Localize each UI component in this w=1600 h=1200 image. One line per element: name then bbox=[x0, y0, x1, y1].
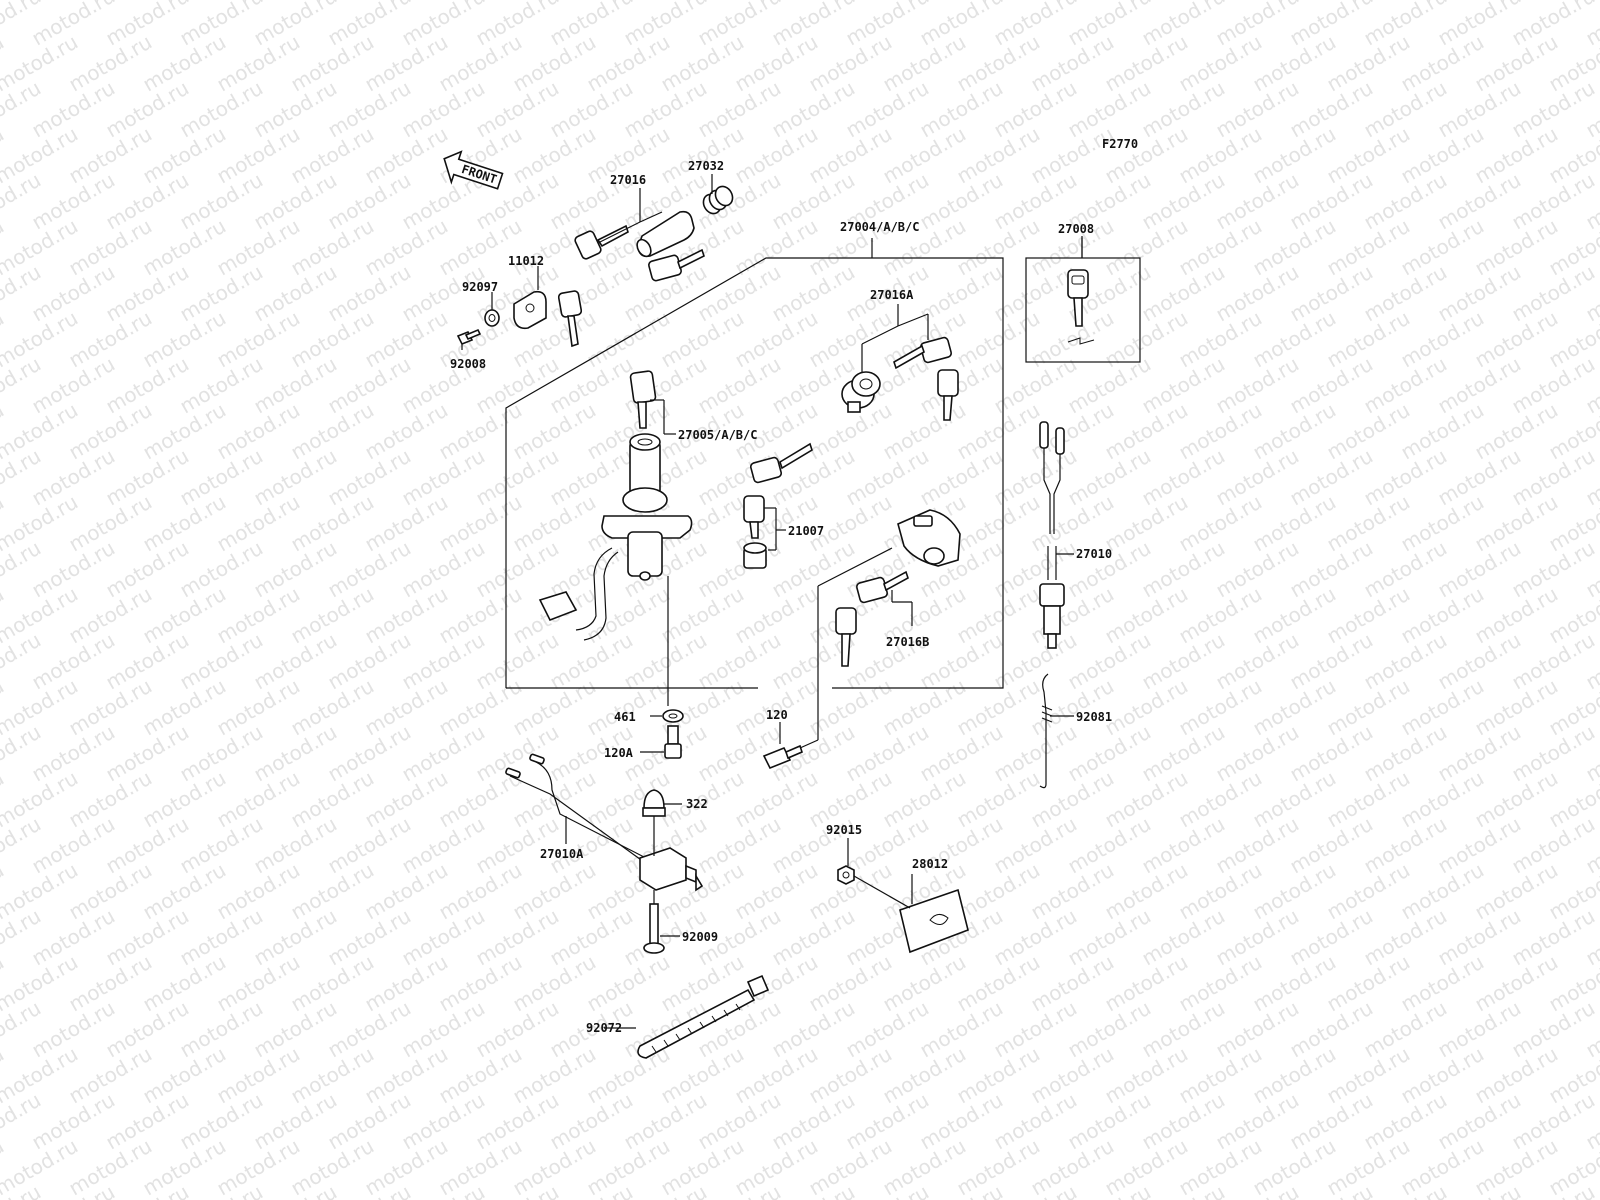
front-arrow-icon: FRONT bbox=[443, 150, 504, 190]
figure-code: F2770 bbox=[1102, 137, 1138, 151]
label-27016B: 27016B bbox=[886, 635, 929, 649]
key-icon bbox=[893, 336, 953, 370]
key-cylinder-27016 bbox=[636, 210, 695, 258]
label-27004: 27004/A/B/C bbox=[840, 220, 919, 234]
lock-27016B bbox=[897, 509, 961, 567]
lock-cap-21007 bbox=[743, 542, 767, 569]
spring-92081 bbox=[1039, 673, 1053, 789]
leader-lines bbox=[461, 174, 1083, 1029]
label-11012: 11012 bbox=[508, 254, 544, 268]
label-92008: 92008 bbox=[450, 357, 486, 371]
label-21007: 21007 bbox=[788, 524, 824, 538]
assembly-box-27004 bbox=[505, 238, 1004, 689]
key-icon bbox=[743, 495, 765, 539]
bracket-11012 bbox=[513, 290, 547, 330]
label-27032: 27032 bbox=[688, 159, 724, 173]
key-27008 bbox=[1067, 269, 1095, 345]
label-28012: 28012 bbox=[912, 857, 948, 871]
cable-tie-92072 bbox=[637, 974, 770, 1059]
label-461: 461 bbox=[614, 710, 636, 724]
key-icon bbox=[835, 607, 857, 667]
label-27016A: 27016A bbox=[870, 288, 914, 302]
switch-27010A bbox=[505, 753, 704, 892]
label-120A: 120A bbox=[604, 746, 634, 760]
label-92072: 92072 bbox=[586, 1021, 622, 1035]
plate-28012 bbox=[899, 888, 969, 954]
label-92009: 92009 bbox=[682, 930, 718, 944]
key-icon bbox=[574, 224, 629, 260]
label-92081: 92081 bbox=[1076, 710, 1112, 724]
lock-27016A bbox=[841, 371, 881, 413]
label-322: 322 bbox=[686, 797, 708, 811]
key-icon bbox=[557, 290, 583, 348]
bolt-120A bbox=[664, 725, 682, 759]
label-27010A: 27010A bbox=[540, 847, 584, 861]
washer-461 bbox=[662, 709, 684, 723]
spring-27032 bbox=[702, 185, 734, 215]
key-icon bbox=[937, 369, 959, 421]
label-27010: 27010 bbox=[1076, 547, 1112, 561]
key-icon bbox=[629, 370, 657, 429]
part-labels: 27016 27032 11012 92097 92008 27004/A/B/… bbox=[450, 159, 1112, 1035]
label-92097: 92097 bbox=[462, 280, 498, 294]
label-120: 120 bbox=[766, 708, 788, 722]
bolt-92008 bbox=[456, 328, 482, 346]
label-27005: 27005/A/B/C bbox=[678, 428, 757, 442]
washer-92097 bbox=[484, 309, 500, 327]
label-92015: 92015 bbox=[826, 823, 862, 837]
ignition-switch-27005 bbox=[538, 433, 693, 641]
label-27008: 27008 bbox=[1058, 222, 1094, 236]
switch-27010 bbox=[1039, 421, 1065, 649]
assembly-box-27008 bbox=[1025, 257, 1141, 363]
label-27016: 27016 bbox=[610, 173, 646, 187]
nut-92015 bbox=[837, 865, 855, 885]
key-icon bbox=[749, 442, 813, 484]
key-icon bbox=[648, 248, 705, 282]
key-icon bbox=[855, 570, 909, 604]
bolt-120 bbox=[762, 744, 803, 770]
